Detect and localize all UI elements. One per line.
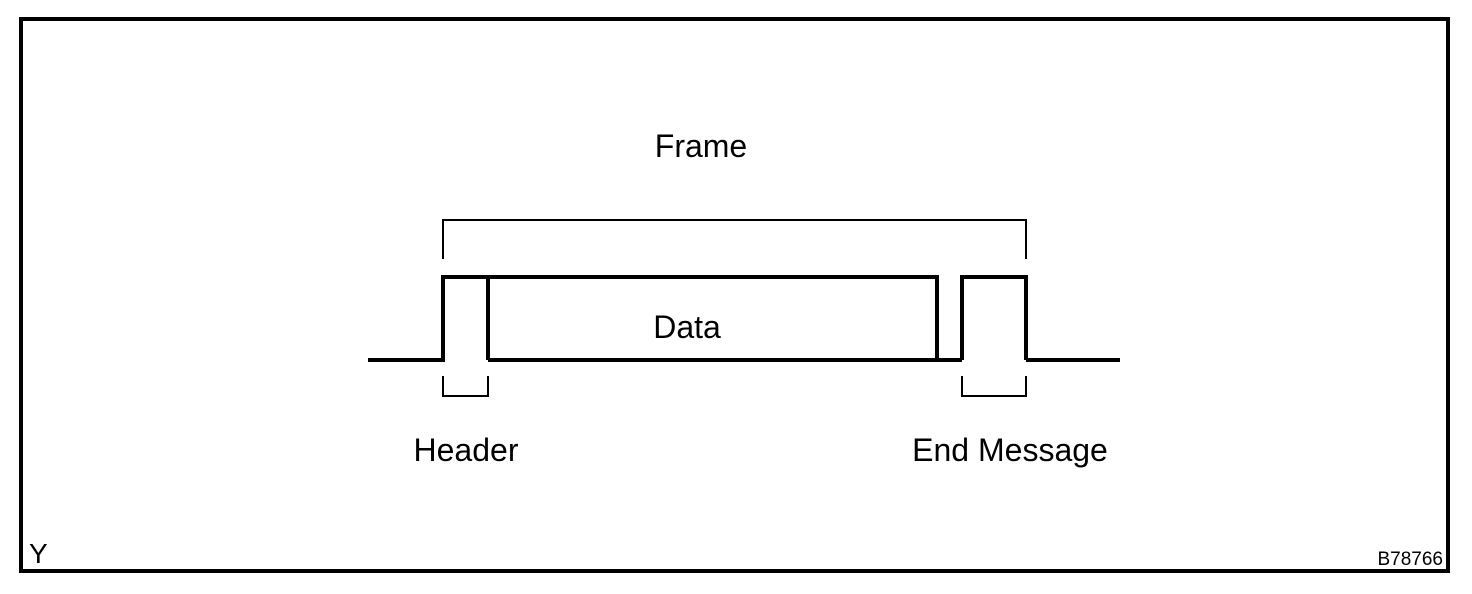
diagram-border xyxy=(19,17,1450,573)
figure-code: B78766 xyxy=(1377,549,1443,570)
corner-mark-y: Y xyxy=(29,538,48,569)
end-message-label: End Message xyxy=(912,432,1108,468)
signal-high-pulse-header-and-data xyxy=(441,275,939,360)
header-span-bracket xyxy=(442,376,489,397)
frame-span-bracket xyxy=(442,219,1027,259)
header-label: Header xyxy=(414,432,519,468)
end-message-pulse xyxy=(960,275,1028,360)
frame-label: Frame xyxy=(655,128,747,164)
end-message-span-bracket xyxy=(961,376,1027,397)
data-label: Data xyxy=(653,309,721,345)
